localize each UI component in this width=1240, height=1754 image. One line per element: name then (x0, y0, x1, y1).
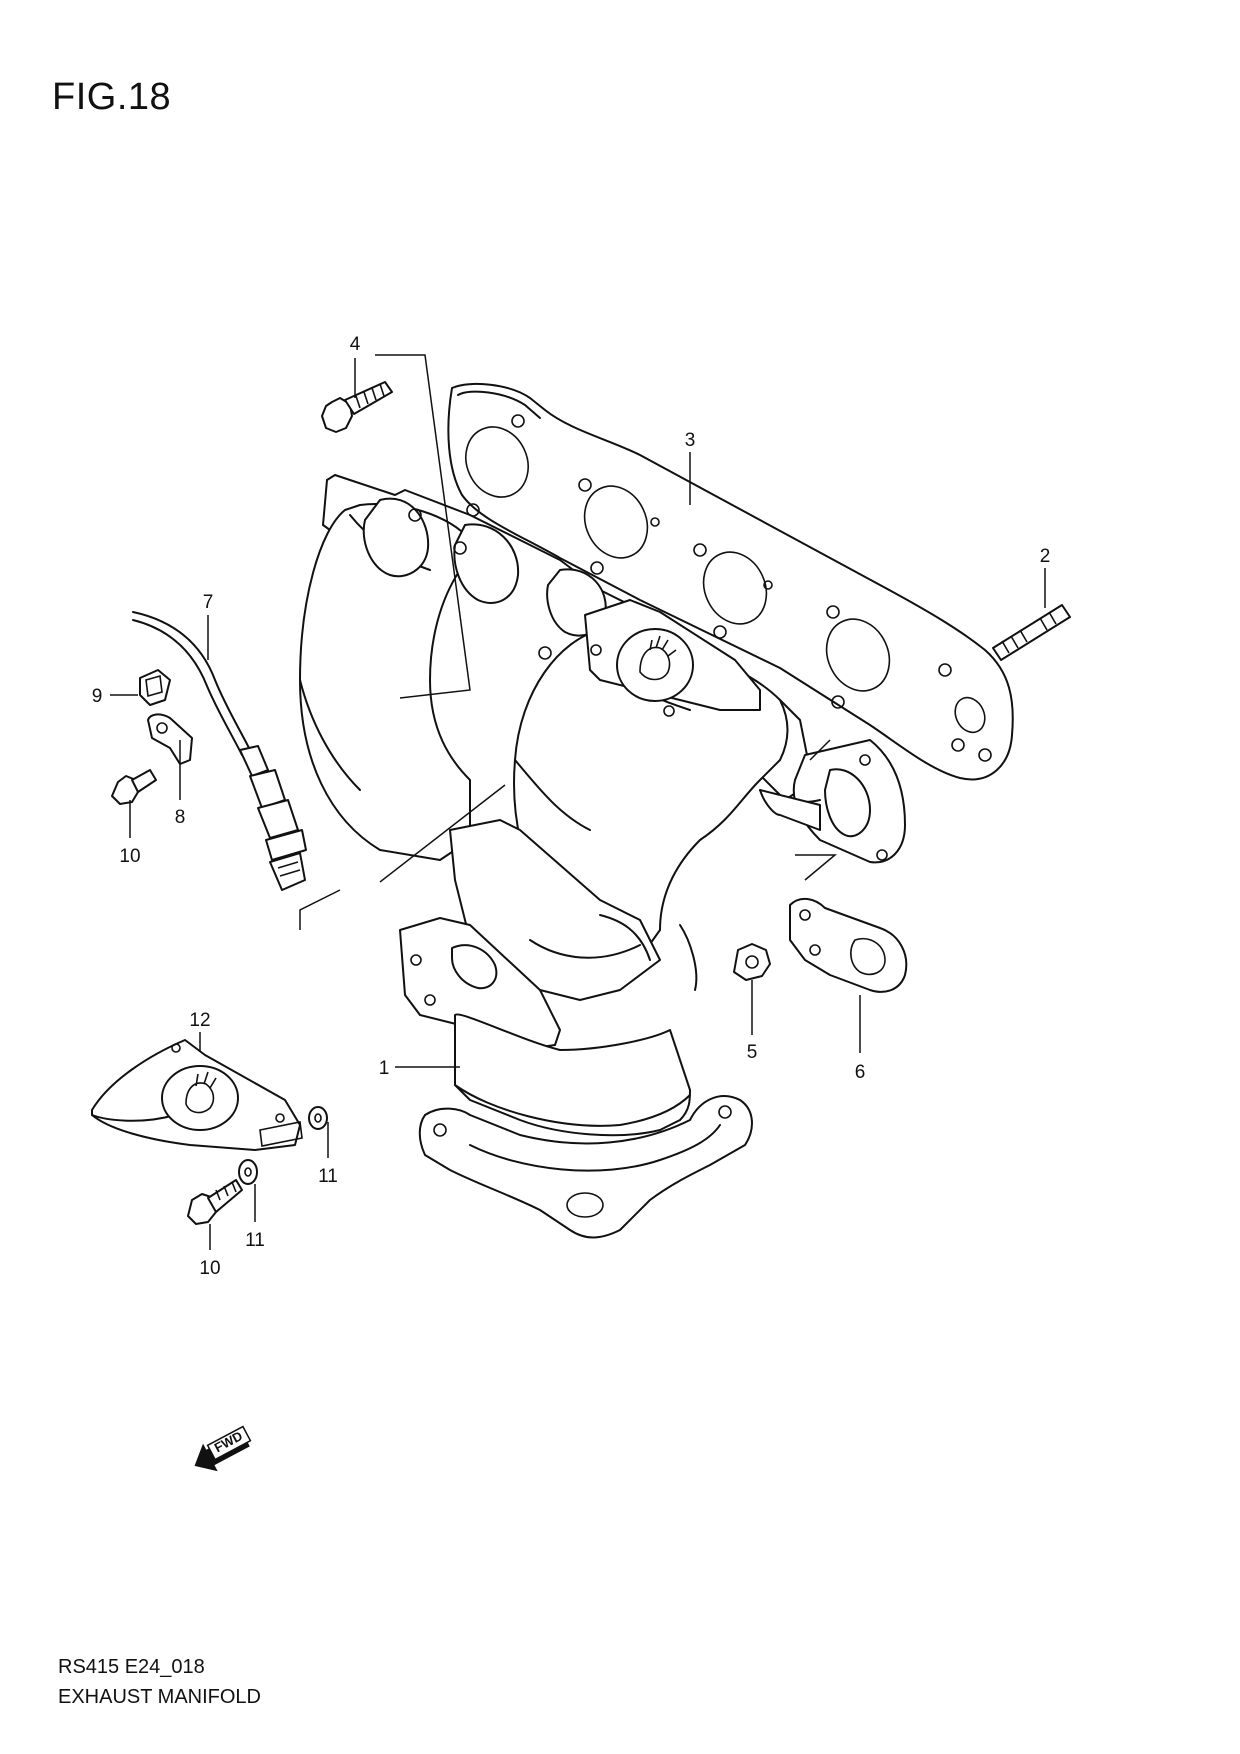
part-11-washer-right (308, 1106, 328, 1130)
part-10-bolt-upper (111, 769, 157, 805)
assembly-guide-lines (299, 354, 838, 930)
part-8-bracket (147, 713, 193, 765)
callout-11-right: 11 (318, 1166, 338, 1187)
callout-2: 2 (1040, 546, 1051, 567)
part-3-gasket (447, 382, 1014, 781)
part-11-washer-left (238, 1159, 258, 1185)
callout-8: 8 (175, 807, 186, 828)
callout-10-upper: 10 (119, 846, 140, 867)
callout-10-lower: 10 (199, 1258, 220, 1279)
callout-9: 9 (92, 686, 103, 707)
callout-5: 5 (747, 1042, 758, 1063)
drawing-code: RS415 E24_018 (58, 1656, 205, 1678)
part-5-nut (733, 943, 771, 981)
figure-title: FIG.18 (52, 76, 172, 118)
callout-12: 12 (189, 1010, 210, 1031)
callout-3: 3 (685, 430, 696, 451)
part-6-bracket (789, 897, 908, 993)
callout-labels: 1 2 3 4 5 6 7 8 9 10 10 11 11 12 (92, 334, 1051, 1279)
drawing-name: EXHAUST MANIFOLD (58, 1686, 261, 1708)
callout-7: 7 (203, 592, 214, 613)
part-7-oxygen-sensor (132, 611, 307, 891)
fwd-arrow-icon: FWD (194, 1425, 252, 1472)
part-2-stud (992, 604, 1071, 661)
part-4-bolt (321, 381, 393, 433)
callout-leaders (110, 358, 1046, 1250)
callout-1: 1 (379, 1058, 390, 1079)
part-12-cover (91, 1039, 303, 1151)
part-9-clamp (139, 669, 171, 706)
part-1-exhaust-manifold (299, 474, 906, 1239)
callout-11-left: 11 (245, 1230, 265, 1251)
callout-6: 6 (855, 1062, 866, 1083)
part-10-bolt-lower (187, 1179, 243, 1225)
callout-4: 4 (350, 334, 361, 355)
